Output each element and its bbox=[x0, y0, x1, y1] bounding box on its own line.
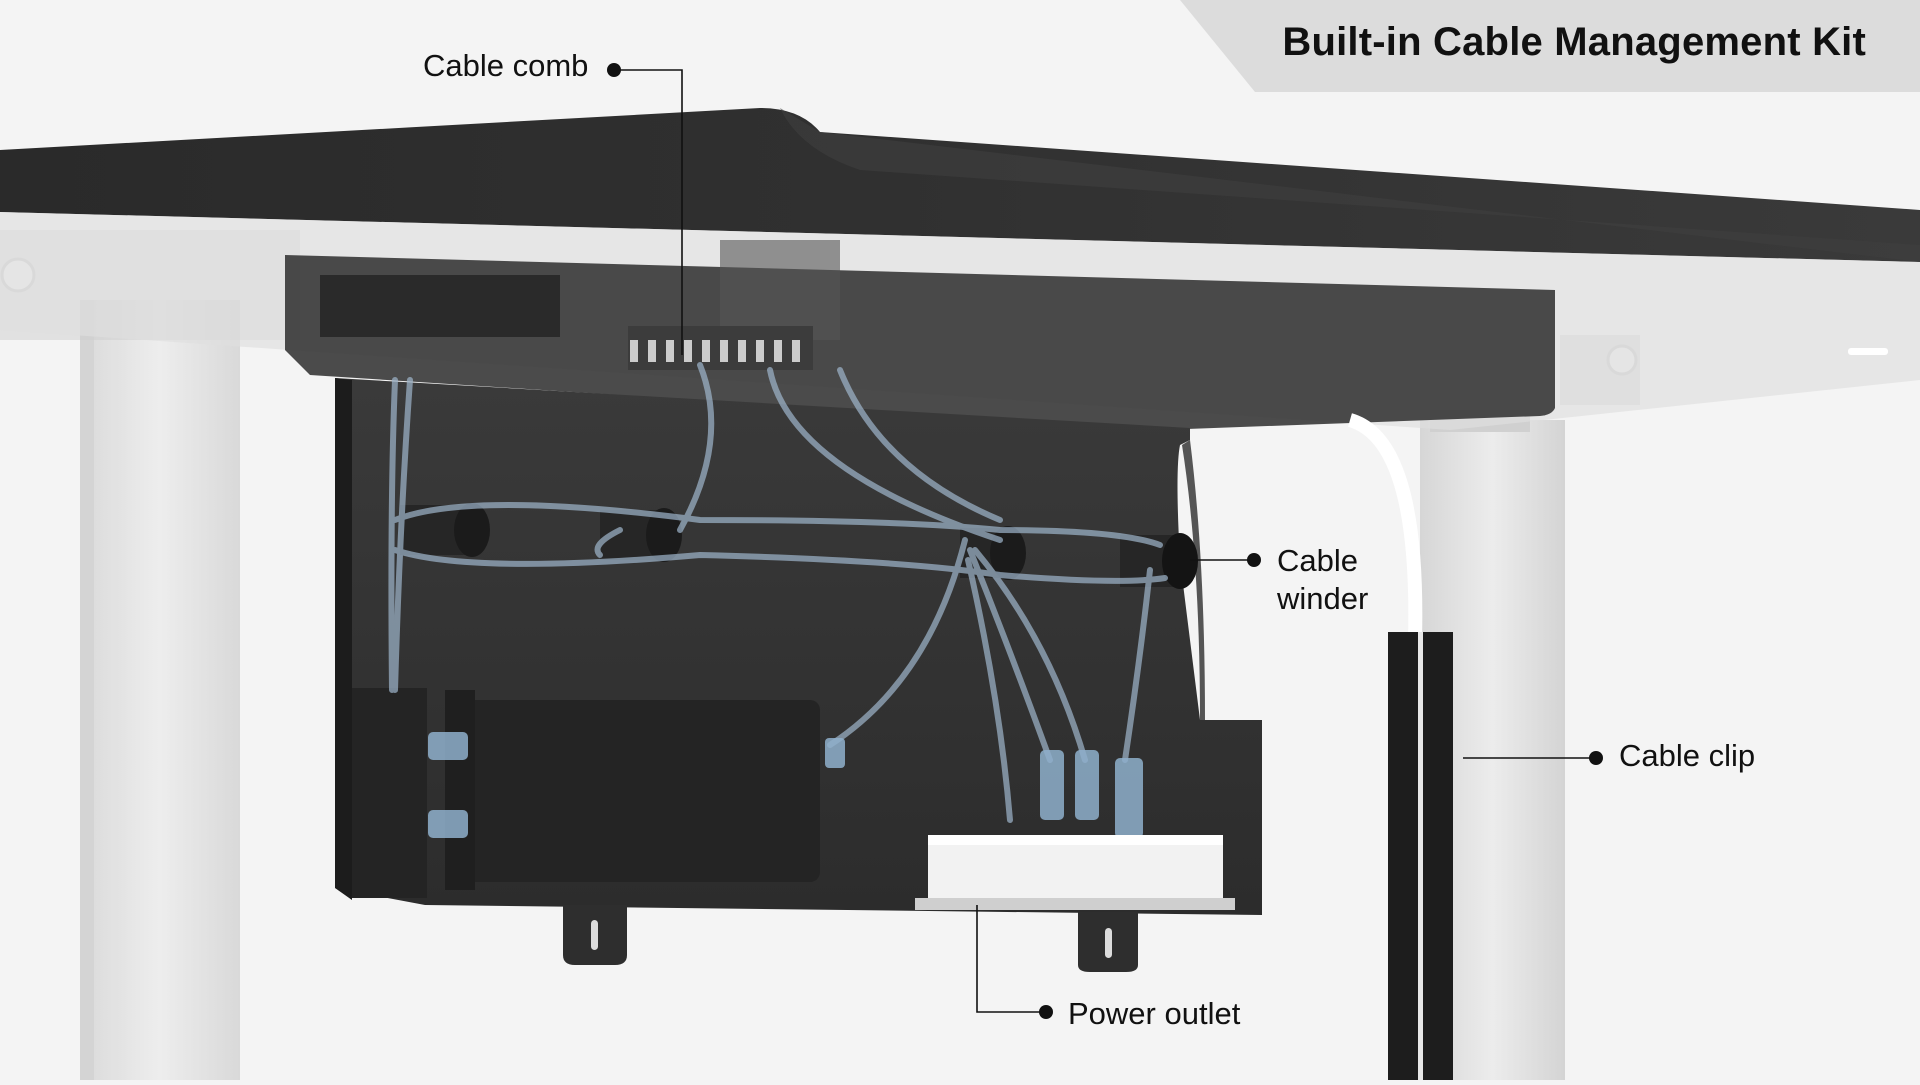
callout-dots bbox=[607, 63, 1603, 1019]
callout-lines bbox=[614, 69, 1595, 1013]
power-adapter bbox=[445, 690, 820, 890]
outlet-plugs bbox=[1040, 750, 1143, 838]
left-leg bbox=[80, 300, 240, 1080]
callout-cable-winder: Cable winder bbox=[1277, 543, 1369, 616]
cable-comb bbox=[628, 326, 813, 370]
callout-cable-clip: Cable clip bbox=[1619, 738, 1756, 773]
page-title: Built-in Cable Management Kit bbox=[1282, 20, 1866, 64]
underdesk-housing bbox=[285, 240, 1555, 430]
power-outlet-strip bbox=[915, 835, 1235, 910]
title-banner bbox=[1180, 0, 1920, 92]
callout-cable-comb: Cable comb bbox=[423, 48, 589, 83]
cable-clip bbox=[1347, 413, 1453, 1080]
cables bbox=[388, 362, 1168, 823]
adapter-plugs bbox=[428, 732, 845, 838]
callout-power-outlet: Power outlet bbox=[1068, 996, 1241, 1031]
